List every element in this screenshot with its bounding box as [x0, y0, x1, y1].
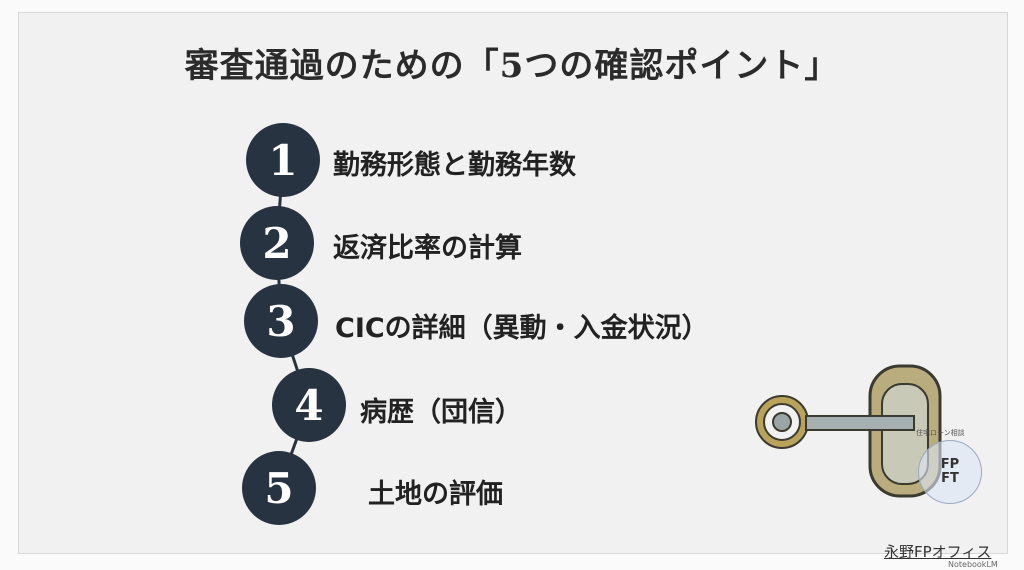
point-label-2: 返済比率の計算 — [333, 233, 522, 264]
point-label-5: 土地の評価 — [368, 479, 503, 510]
point-number-2: 2 — [240, 206, 314, 280]
point-number-5: 5 — [242, 451, 316, 525]
point-label-1: 勤務形態と勤務年数 — [333, 150, 576, 181]
point-number-1: 1 — [246, 123, 320, 197]
stamp-line-2: FT — [941, 471, 959, 486]
watermark: NotebookLM — [948, 560, 998, 569]
stamp-line-1: FP — [940, 457, 960, 472]
slide — [18, 12, 1008, 554]
point-number-4: 4 — [272, 368, 346, 442]
point-label-4: 病歴（団信） — [360, 397, 522, 428]
point-label-3: CICの詳細（異動・入金状況） — [335, 313, 709, 344]
brand-name: 永野FPオフィス — [884, 543, 992, 561]
point-number-3: 3 — [244, 284, 318, 358]
slide-title: 審査通過のための「5つの確認ポイント」 — [184, 46, 840, 86]
stamp-top-text: 住宅ローン相談 — [916, 429, 965, 437]
office-stamp: FP FT — [918, 440, 982, 504]
